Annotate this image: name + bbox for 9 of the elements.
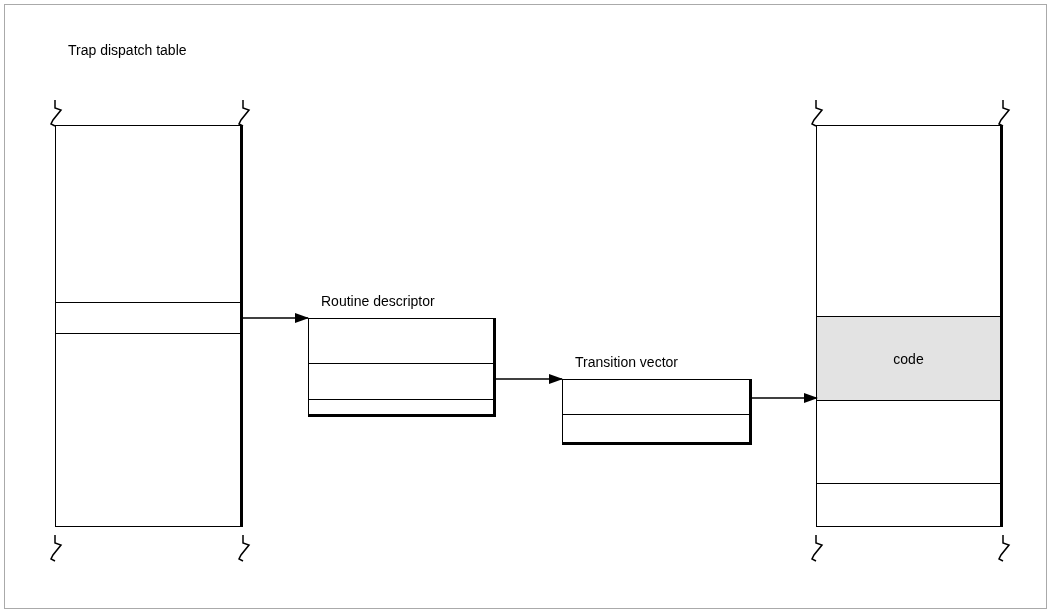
arrow bbox=[495, 374, 563, 384]
memory-block bbox=[816, 125, 1003, 527]
heading-label: Trap dispatch table bbox=[68, 42, 187, 58]
table-entry bbox=[56, 302, 240, 334]
arrow bbox=[751, 393, 818, 403]
region-label: code bbox=[892, 350, 925, 367]
heading-label: Routine descriptor bbox=[321, 293, 435, 309]
heading-label: Transition vector bbox=[575, 354, 678, 370]
code-region bbox=[817, 316, 1000, 401]
